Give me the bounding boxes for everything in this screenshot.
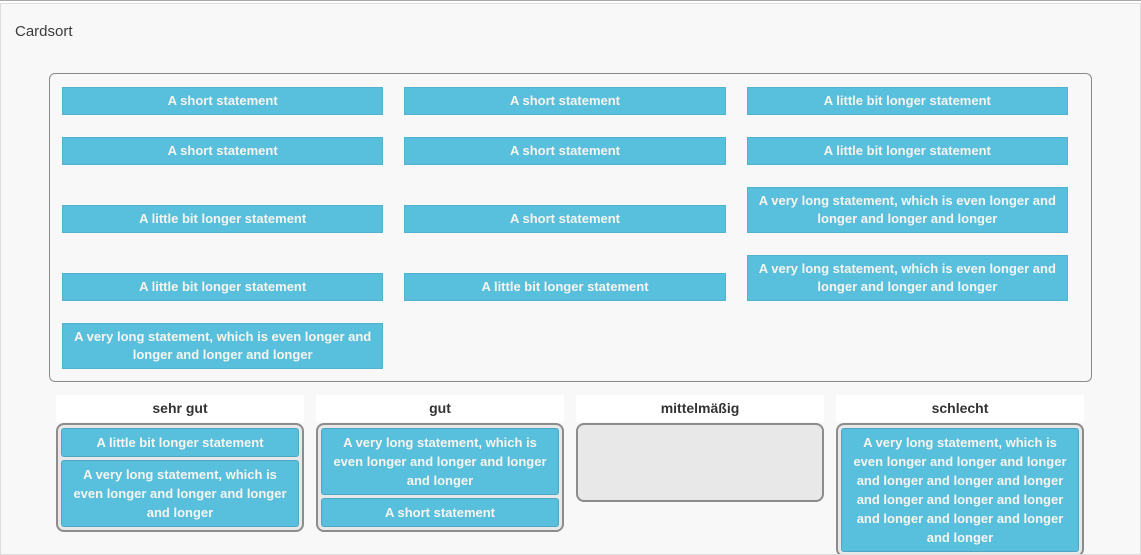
statement-card[interactable]: A little bit longer statement <box>746 87 1068 115</box>
category-gut: gut A very long statement, which is even… <box>316 395 564 532</box>
page-title: Cardsort <box>15 23 73 40</box>
statement-card[interactable]: A short statement <box>404 87 726 115</box>
statement-card[interactable]: A little bit longer statement <box>746 137 1068 165</box>
cardsort-page: Cardsort A short statement A short state… <box>0 3 1141 555</box>
statement-card[interactable]: A short statement <box>404 137 726 165</box>
category-label: schlecht <box>836 395 1084 422</box>
statement-card[interactable]: A little bit longer statement <box>61 428 299 457</box>
card-pool-grid: A short statement A short statement A li… <box>62 87 1068 369</box>
statement-card[interactable]: A little bit longer statement <box>62 205 384 233</box>
statement-card[interactable]: A very long statement, which is even lon… <box>321 428 559 495</box>
statement-card[interactable]: A little bit longer statement <box>62 273 384 301</box>
dropzone-mittelmaessig[interactable] <box>576 423 824 502</box>
category-columns: sehr gut A little bit longer statement A… <box>56 395 1084 554</box>
card-pool: A short statement A short statement A li… <box>49 73 1092 382</box>
statement-card[interactable]: A very long statement, which is even lon… <box>746 255 1068 301</box>
dropzone-gut[interactable]: A very long statement, which is even lon… <box>316 423 564 532</box>
category-label: gut <box>316 395 564 422</box>
statement-card[interactable]: A short statement <box>404 205 726 233</box>
dropzone-schlecht[interactable]: A very long statement, which is even lon… <box>836 423 1084 554</box>
category-mittelmaessig: mittelmäßig <box>576 395 824 502</box>
statement-card[interactable]: A very long statement, which is even lon… <box>841 428 1079 552</box>
dropzone-sehr-gut[interactable]: A little bit longer statement A very lon… <box>56 423 304 532</box>
window-top-edge <box>0 0 1141 1</box>
category-label: mittelmäßig <box>576 395 824 422</box>
statement-card[interactable]: A short statement <box>62 87 384 115</box>
statement-card[interactable]: A short statement <box>321 498 559 527</box>
statement-card[interactable]: A very long statement, which is even lon… <box>62 323 384 369</box>
statement-card[interactable]: A little bit longer statement <box>404 273 726 301</box>
statement-card[interactable]: A very long statement, which is even lon… <box>61 460 299 527</box>
category-label: sehr gut <box>56 395 304 422</box>
statement-card[interactable]: A very long statement, which is even lon… <box>746 187 1068 233</box>
category-sehr-gut: sehr gut A little bit longer statement A… <box>56 395 304 532</box>
category-schlecht: schlecht A very long statement, which is… <box>836 395 1084 554</box>
statement-card[interactable]: A short statement <box>62 137 384 165</box>
